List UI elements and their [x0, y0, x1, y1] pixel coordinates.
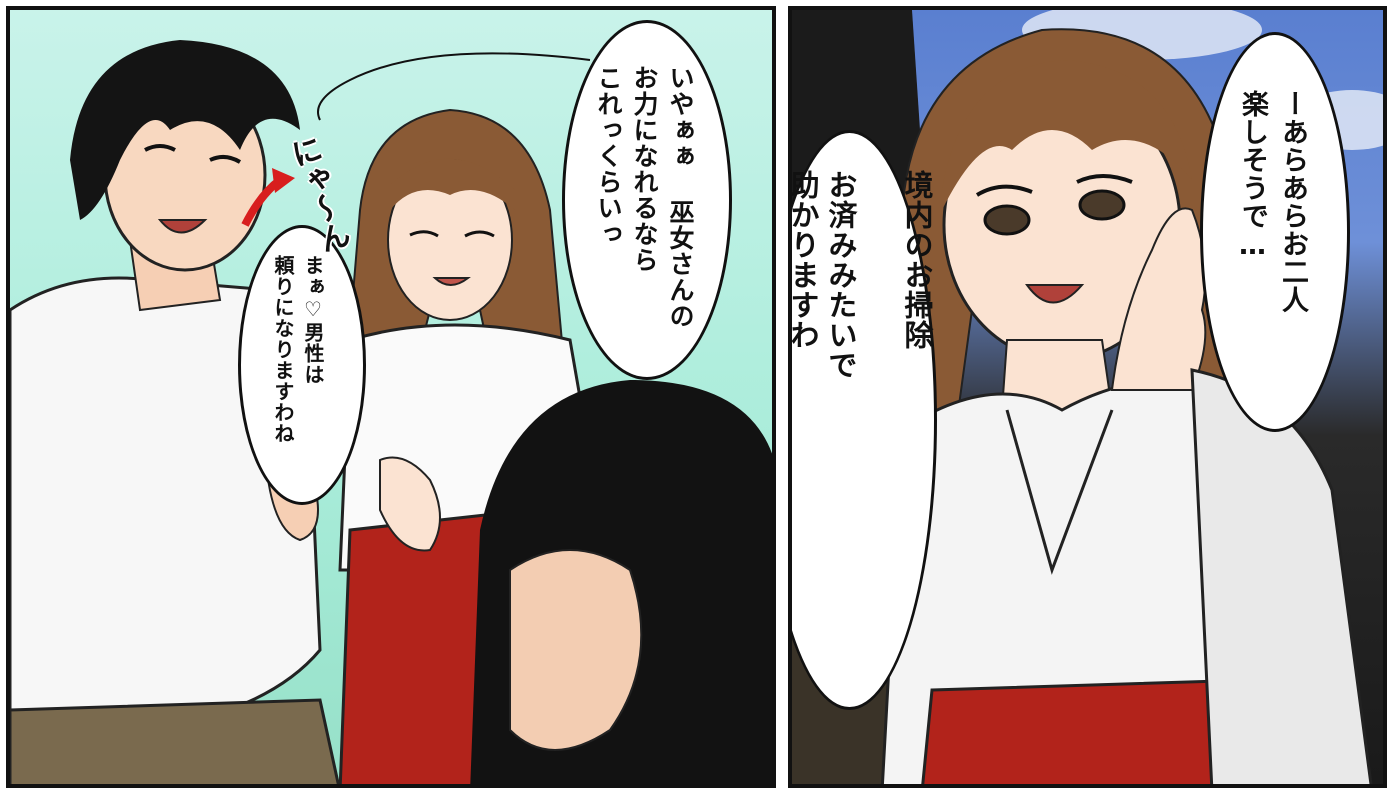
panel-left-artwork [10, 40, 772, 784]
speech-bubble-2-text: まぁ♡男性は 頼りになりますわね [271, 255, 325, 444]
speech-bubble-3 [1200, 32, 1350, 432]
manga-panel-right: ーあらあらお二人 楽しそうで… 境内のお掃除 お済みみたいで 助かりますわ [788, 6, 1387, 788]
speech-bubble-1-text: いやぁぁ 巫女さんの お力になれるなら これっくらいっ [594, 65, 695, 329]
speech-bubble-4-text: 境内のお掃除 お済みみたいで 助かりますわ [788, 170, 934, 380]
speech-bubble-4 [792, 130, 937, 710]
manga-panel-left: いやぁぁ 巫女さんの お力になれるなら これっくらいっ まぁ♡男性は 頼りになり… [6, 6, 776, 788]
speech-bubble-3-text: ーあらあらお二人 楽しそうで… [1237, 90, 1308, 314]
speech-bubble-2 [238, 225, 366, 505]
speech-bubble-1 [562, 20, 732, 380]
